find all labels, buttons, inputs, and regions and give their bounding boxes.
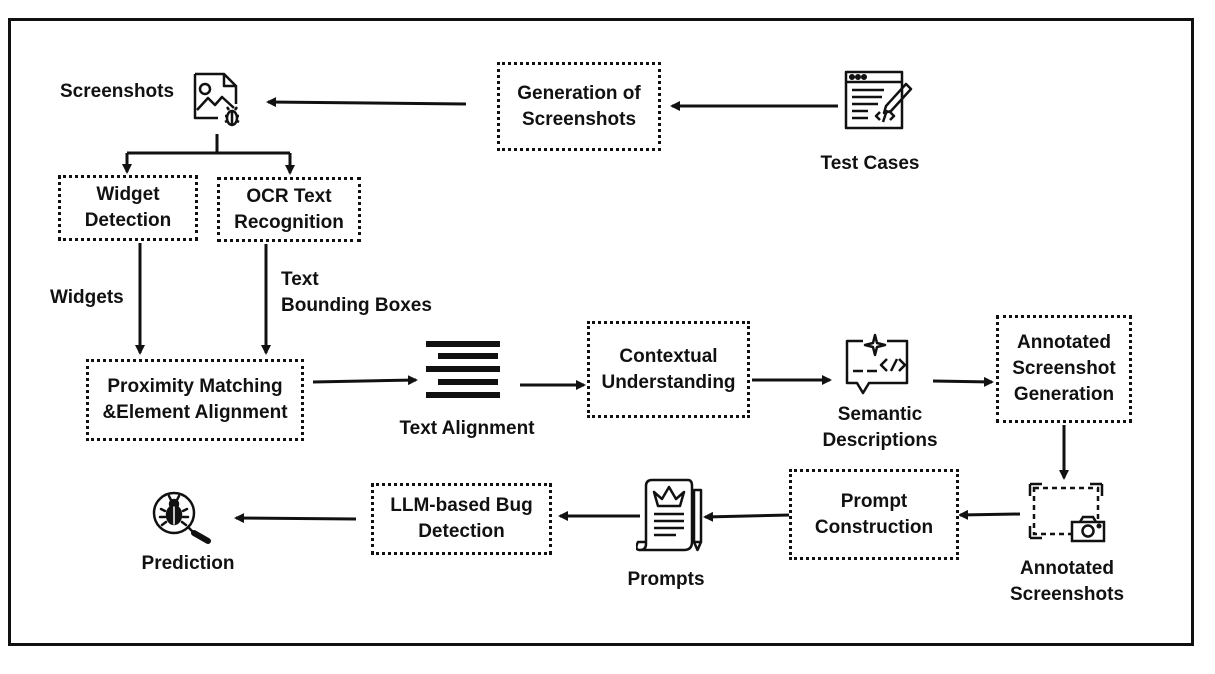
- annotgen-line-1: Annotated: [1017, 332, 1111, 353]
- generation-of-screenshots-box: Generation of Screenshots: [497, 62, 661, 151]
- text-bounding-boxes-line-1: Text: [281, 269, 319, 290]
- semantic-descriptions-label: Semantic Descriptions: [815, 402, 945, 454]
- text-align-icon: [426, 341, 500, 398]
- llm-line-1: LLM-based Bug: [390, 495, 533, 516]
- screenshots-label: Screenshots: [60, 81, 175, 102]
- arrow-annotated-to-prompt: [958, 509, 1021, 520]
- llm-line-2: Detection: [418, 521, 505, 542]
- annotated-line-2: Screenshots: [1009, 584, 1125, 605]
- text-bounding-boxes-label: Text Bounding Boxes: [281, 267, 432, 319]
- screenshot-bug-icon: [193, 72, 240, 127]
- widget-detection-line-2: Detection: [84, 210, 172, 231]
- test-cases-label: Test Cases: [820, 153, 920, 174]
- arrow-generation-to-screenshots: [266, 97, 467, 108]
- annotgen-line-2: Screenshot: [1012, 358, 1116, 379]
- ocr-line-2: Recognition: [234, 211, 344, 233]
- annotated-screenshots-label: Annotated Screenshots: [1002, 556, 1132, 608]
- prompt-scroll-icon: [636, 478, 703, 552]
- arrow-semantic-to-annotgen: [932, 376, 994, 387]
- bug-magnifier-icon: [152, 491, 211, 544]
- widget-detection-line-1: Widget: [96, 184, 160, 205]
- arrow-llm-to-prediction: [234, 513, 357, 524]
- diagram-frame: [8, 18, 1194, 646]
- annotated-line-1: Annotated: [1020, 558, 1114, 579]
- prompt-construction-line-2: Construction: [814, 516, 934, 538]
- generation-line-2: Screenshots: [521, 108, 637, 130]
- arrow-prompt-to-prompts: [703, 511, 791, 522]
- proximity-line-1: Proximity Matching: [107, 376, 283, 397]
- proximity-line-2: &Element Alignment: [102, 402, 288, 423]
- widgets-label: Widgets: [50, 287, 124, 308]
- text-bounding-boxes-line-2: Bounding Boxes: [281, 295, 432, 316]
- prompts-label: Prompts: [627, 569, 705, 590]
- semantic-chat-code-icon: [845, 333, 909, 395]
- proximity-matching-box: Proximity Matching&Element Alignment: [86, 359, 304, 441]
- contextual-line-2: Understanding: [601, 371, 736, 393]
- prompt-construction-line-1: Prompt: [840, 490, 908, 512]
- ocr-line-1: OCR Text: [246, 185, 332, 207]
- contextual-line-1: Contextual: [619, 345, 718, 367]
- text-alignment-label: Text Alignment: [399, 418, 535, 439]
- annotated-camera-icon: [1028, 482, 1106, 543]
- test-case-code-icon: [844, 70, 913, 130]
- annotgen-line-3: Generation: [1013, 384, 1115, 405]
- generation-line-1: Generation of: [517, 82, 641, 104]
- prediction-label: Prediction: [141, 553, 235, 574]
- semantic-line-2: Descriptions: [822, 430, 938, 451]
- arrow-proximity-to-textalign: [312, 375, 418, 386]
- semantic-line-1: Semantic: [837, 404, 923, 425]
